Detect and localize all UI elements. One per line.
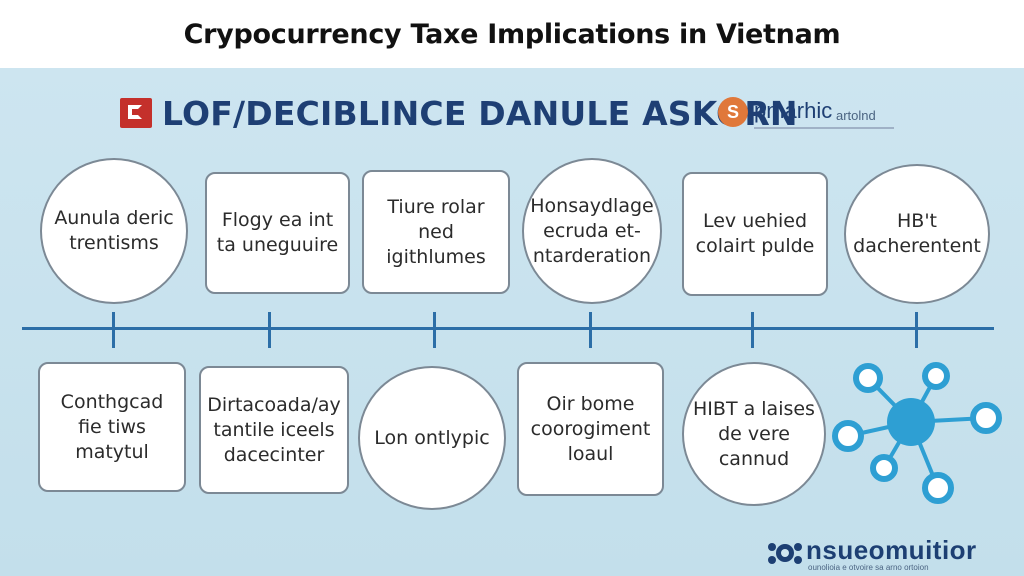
bottom-node-3-label: Lon ontlypic bbox=[374, 426, 490, 449]
timeline-tick bbox=[907, 312, 926, 348]
top-node-6-label: HB't dacherentent bbox=[853, 210, 981, 257]
timeline-tick bbox=[743, 312, 762, 348]
timeline-tick bbox=[581, 312, 600, 348]
bottom-node-1-label: Conthgcad fie tiws matytul bbox=[60, 390, 164, 463]
top-node-4-label: Honsaydlage ecruda et-ntarderation bbox=[530, 194, 654, 267]
bottom-node-4-label: Oir bome coorogiment loaul bbox=[530, 392, 651, 465]
bottom-node-3: Lon ontlypic bbox=[358, 366, 506, 510]
top-node-5-label: Lev uehied colairt pulde bbox=[695, 210, 815, 257]
footer-logo-icon bbox=[768, 543, 802, 564]
timeline-axis bbox=[22, 327, 994, 330]
top-node-1: Aunula deric trentisms bbox=[40, 158, 188, 304]
top-node-5: Lev uehied colairt pulde bbox=[682, 172, 828, 296]
page-title: Crypocurrency Taxe Implications in Vietn… bbox=[183, 18, 841, 50]
diagram-header: LOF/DECIBLINCE DANULE ASKORN bbox=[162, 94, 798, 133]
top-node-6: HB't dacherentent bbox=[844, 164, 990, 304]
network-icon bbox=[832, 362, 1002, 504]
bottom-node-4: Oir bome coorogiment loaul bbox=[517, 362, 664, 496]
top-node-2-label: Flogy ea int ta uneguuire bbox=[216, 209, 339, 256]
bottom-node-1: Conthgcad fie tiws matytul bbox=[38, 362, 186, 492]
top-node-1-label: Aunula deric trentisms bbox=[54, 207, 174, 254]
timeline-tick bbox=[425, 312, 444, 348]
bottom-node-5: HIBT a laises de vere cannud bbox=[682, 362, 826, 506]
partner-name: pmarhic bbox=[754, 98, 833, 123]
top-node-2: Flogy ea int ta uneguuire bbox=[205, 172, 350, 294]
top-node-3: Tiure rolar ned igithlumes bbox=[362, 170, 510, 294]
bottom-node-2: Dirtacoada/ay tantile iceels dacecinter bbox=[199, 366, 349, 494]
bottom-node-2-label: Dirtacoada/ay tantile iceels dacecinter bbox=[207, 393, 341, 466]
partner-logo-icon: S bbox=[718, 97, 748, 127]
top-node-4: Honsaydlage ecruda et-ntarderation bbox=[522, 158, 662, 304]
brand-logo-icon bbox=[120, 98, 152, 128]
timeline-tick bbox=[104, 312, 123, 348]
bottom-node-5-label: HIBT a laises de vere cannud bbox=[693, 397, 815, 470]
timeline-tick bbox=[260, 312, 279, 348]
footer-tagline: ounolioia e otvoire sa arno ortoion bbox=[808, 563, 929, 572]
top-node-3-label: Tiure rolar ned igithlumes bbox=[386, 195, 486, 268]
partner-suffix: artolnd bbox=[836, 108, 876, 123]
partner-divider bbox=[754, 127, 894, 129]
title-bar: Crypocurrency Taxe Implications in Vietn… bbox=[0, 0, 1024, 68]
footer-brand: nsueomuitior bbox=[806, 535, 977, 565]
